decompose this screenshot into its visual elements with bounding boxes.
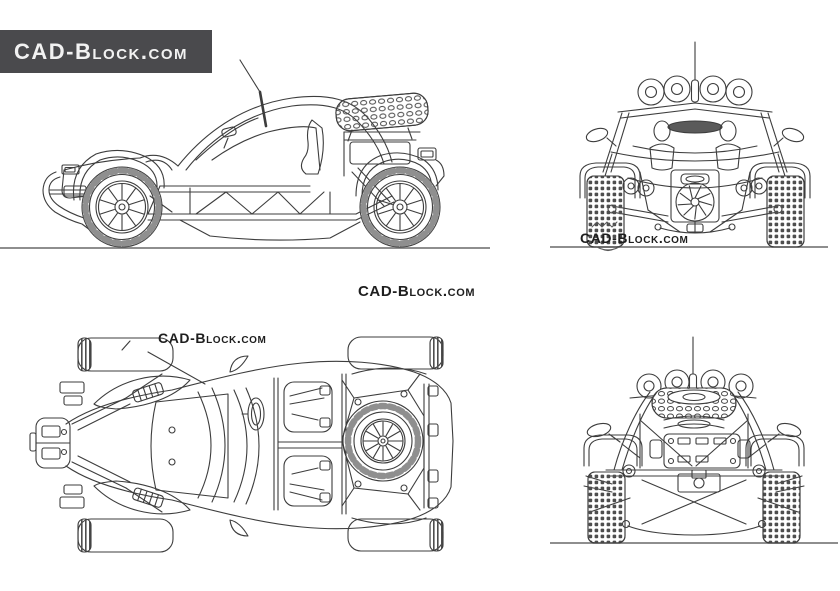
rear-view-drawing <box>583 336 805 544</box>
spare-tire-rear <box>651 387 737 419</box>
seat-side <box>300 119 324 175</box>
side-view-drawing <box>42 59 445 247</box>
spare-wheel-top <box>342 400 424 482</box>
front-wheel-side <box>82 167 162 247</box>
tires-front <box>586 175 805 248</box>
antenna-top <box>147 351 206 385</box>
rear-lights <box>622 464 766 478</box>
light-pods-front <box>637 75 753 106</box>
front-fender-side <box>72 149 165 201</box>
watermark-emblem-flags-icon <box>591 221 618 228</box>
mirror-top-right <box>229 519 249 537</box>
front-suspension-top <box>59 373 164 513</box>
mirror-side <box>221 126 237 138</box>
radiator-fan <box>670 169 720 233</box>
tires-rear <box>587 471 801 544</box>
steering-wheel-top <box>241 397 265 431</box>
watermark-top-view: CAD-Block.com <box>158 330 267 346</box>
seats-top <box>283 381 333 507</box>
top-view-drawing <box>29 336 454 553</box>
suspension-front <box>607 171 783 234</box>
chassis-truss <box>147 167 395 221</box>
seats-front <box>649 120 741 171</box>
front-view-drawing <box>579 41 811 252</box>
hood-top <box>150 393 229 499</box>
intake-mesh <box>667 120 723 134</box>
antenna-side <box>239 59 268 128</box>
engine-rear <box>649 415 751 493</box>
cad-block-banner-label: CAD-Block.com <box>14 38 188 64</box>
rear-wheel-side <box>360 167 440 247</box>
fenders-front <box>579 162 811 199</box>
watermark-front-view: CAD-Block.com <box>580 230 689 246</box>
cad-block-banner: CAD-Block.com <box>0 30 212 73</box>
hood-line <box>63 157 141 171</box>
rear-fender-side <box>355 152 439 197</box>
spare-tire-side <box>335 92 429 132</box>
tires-top <box>77 336 444 553</box>
body-outline-top <box>65 360 454 530</box>
belly-pan <box>179 219 361 241</box>
watermark-center: CAD-Block.com <box>358 283 476 300</box>
antenna-rear <box>688 336 698 395</box>
fenders-rear <box>583 434 805 467</box>
rear-bumper-top <box>423 383 439 509</box>
mirrors-front <box>585 127 805 147</box>
watermark-emblem-laurel-icon <box>596 246 620 252</box>
mirror-top-left <box>229 355 249 373</box>
roll-cage-top <box>273 373 347 515</box>
antenna-front <box>690 41 700 103</box>
nose-bumper-top <box>29 417 71 469</box>
